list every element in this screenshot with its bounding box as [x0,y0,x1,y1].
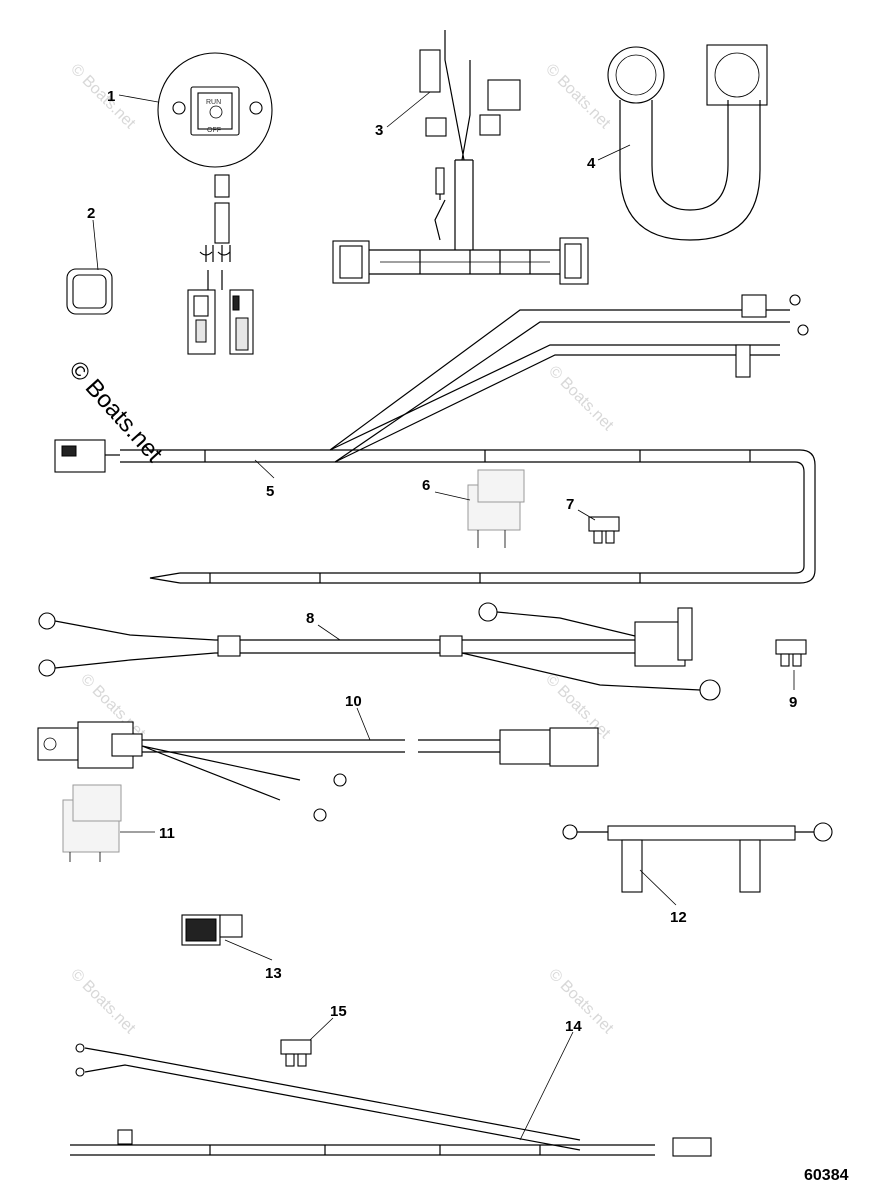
part-12-harness-bracket [562,822,833,893]
part-7-fuse [588,516,620,544]
part-9-fuse [775,639,807,667]
part-14-harness [70,1043,712,1157]
drawing-number: 60384 [804,1167,849,1184]
callout-3: 3 [375,122,383,139]
part-6-relay [467,469,525,548]
part-11-relay [62,784,122,862]
callout-13: 13 [265,965,282,982]
leader-lines [92,91,795,1141]
callout-9: 9 [789,694,797,711]
callout-4: 4 [587,155,596,172]
callout-8: 8 [306,610,314,627]
callout-1: 1 [107,88,115,105]
callout-14: 14 [565,1018,582,1035]
part-10-harness [37,721,599,822]
part-3-harness-adapter [332,30,589,285]
callout-15: 15 [330,1003,347,1020]
part-2-cap [66,268,113,315]
watermark-faint-6: © Boats.net [67,966,139,1038]
callout-12: 12 [670,909,687,926]
part-8-harness [38,602,721,701]
part-1-ignition-switch: RUN OFF [157,52,273,355]
callout-11: 11 [159,825,175,842]
callout-5: 5 [266,483,274,500]
switch-run-label: RUN [206,99,221,106]
part-5-main-harness [54,294,816,584]
callout-2: 2 [87,205,95,222]
switch-off-label: OFF [207,127,221,134]
callouts: 1 2 3 4 5 6 7 8 9 10 11 12 13 14 15 6038… [87,88,849,1184]
callout-6: 6 [422,477,430,494]
faint-watermarks: © Boats.net © Boats.net © Boats.net © Bo… [67,61,617,1038]
callout-7: 7 [566,496,574,513]
part-15-fuse [280,1039,312,1067]
watermark-faint-3: © Boats.net [545,363,617,435]
part-13-switch [181,914,243,946]
watermark-faint-2: © Boats.net [542,61,614,133]
callout-10: 10 [345,693,362,710]
part-4-cable-adapter [607,44,768,241]
